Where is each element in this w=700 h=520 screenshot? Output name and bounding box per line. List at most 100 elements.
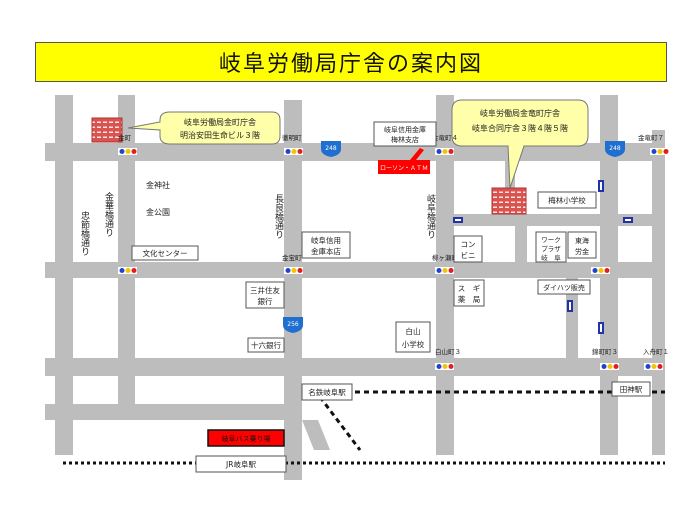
place-conbini-2: ビニ <box>461 251 476 260</box>
place-work-2: プラザ <box>541 245 561 253</box>
place-tokai-box: 東海 労金 <box>567 231 597 259</box>
red-label-arrow <box>410 148 424 160</box>
map-title-text: 岐阜労働局庁舎の案内図 <box>218 52 483 77</box>
bus-stop-icon <box>598 180 604 192</box>
callout-kanemachi-line2: 明治安田生命ビル３階 <box>180 130 260 140</box>
place-gifushinyo-honten-2: 金庫本店 <box>311 246 341 256</box>
place-gifushinyo-shiten-1: 岐阜信用金庫 <box>384 125 426 134</box>
place-meitetsu: 名鉄岐阜駅 <box>308 387 346 397</box>
callout-kintatsucho: 岐阜労働局金竜町庁舎 岐阜合同庁舎３階４階５階 <box>451 99 589 189</box>
route-256: 256 <box>287 321 299 328</box>
route-shield-248-icon: 248 <box>605 141 625 157</box>
place-kinkoen: 金公園 <box>146 207 170 217</box>
map-title: 岐阜労働局庁舎の案内図 <box>35 42 667 82</box>
place-tajin: 田神駅 <box>620 384 643 394</box>
place-mitsui-2: 銀行 <box>258 296 273 306</box>
traffic-light-icon <box>644 363 663 370</box>
place-workplaza-box: ワーク プラザ 岐 阜 <box>535 231 567 263</box>
place-jr: JR岐阜駅 <box>225 459 256 469</box>
place-gifushinyo-honten-1: 岐阜信用 <box>311 235 341 245</box>
bus-stop-icon <box>567 300 573 312</box>
railways <box>63 390 665 465</box>
bus-center-label: 岐阜バス乗り場 <box>207 429 285 447</box>
callout-kanemachi: 岐阜労働局金町庁舎 明治安田生命ビル３階 <box>127 111 281 145</box>
road-lower-horizontal <box>45 358 665 376</box>
place-gifushinyo-shiten-2: 梅林支店 <box>391 135 419 144</box>
traffic-light-icon <box>118 148 137 155</box>
road-small-2 <box>566 278 578 358</box>
road-nagara <box>284 100 302 480</box>
callout-kintatsucho-line2: 岐阜合同庁舎３階４階５階 <box>472 123 568 133</box>
place-umebayashi-box: 梅林小学校 <box>537 191 597 209</box>
traffic-light-icon <box>284 148 303 155</box>
place-mitsui-1: 三井住友 <box>250 285 280 295</box>
road-middle-horizontal <box>45 262 665 278</box>
road-east-2 <box>652 130 665 455</box>
place-sugi-1: ス ギ <box>458 284 481 293</box>
traffic-light-icon <box>435 363 454 370</box>
place-hakusan-1: 白山 <box>406 326 421 336</box>
intersection-iriuonecho: 入舟町１ <box>643 347 669 356</box>
place-daihatsu-box: ダイハツ販売 <box>537 279 591 295</box>
place-hakusan-2: 小学校 <box>402 339 425 349</box>
place-tokai-1: 東海 <box>575 236 589 245</box>
bus-stop-icon <box>598 322 604 334</box>
intersection-yanagase: 柳ヶ瀬町 <box>432 253 459 262</box>
road-small-1 <box>515 226 527 266</box>
road-chusetsu <box>55 95 73 455</box>
road-diagonal <box>302 420 330 450</box>
place-bunka-box: 文化センター <box>131 245 199 261</box>
traffic-lights <box>118 148 669 370</box>
street-label-gifu: 岐阜橋通り <box>425 193 436 239</box>
place-meitetsu-box: 名鉄岐阜駅 <box>301 383 353 401</box>
intersection-kinryu4: 金竜町４ <box>432 133 458 142</box>
place-tajin-box: 田神駅 <box>611 381 651 397</box>
traffic-light-icon <box>435 267 454 274</box>
street-label-nagara: 長良橋通り <box>273 194 284 239</box>
meitetsu-rail-branch <box>318 396 362 451</box>
intersection-kanehoden: 金宝町 <box>282 253 302 262</box>
bus-stop-icon <box>453 217 463 223</box>
place-conbini-1: コン <box>461 240 476 249</box>
road-kinkabashi <box>118 95 135 410</box>
street-label-kinkabashi: 金華橋通り <box>103 191 114 237</box>
place-jr-box: JR岐阜駅 <box>195 455 287 473</box>
traffic-light-icon <box>284 267 303 274</box>
place-daihatsu: ダイハツ販売 <box>543 283 585 292</box>
bus-stop-icon <box>623 217 633 223</box>
traffic-light-icon <box>118 267 137 274</box>
place-umebayashi: 梅林小学校 <box>548 195 586 205</box>
place-kinjinja: 金神社 <box>146 180 170 190</box>
route-248-b: 248 <box>609 145 621 152</box>
callout-kanemachi-line1: 岐阜労働局金町庁舎 <box>184 117 256 127</box>
bus-stops <box>453 180 633 334</box>
intersection-kinryu7: 金竜町７ <box>638 133 664 142</box>
traffic-light-icon <box>591 267 610 274</box>
traffic-light-icon <box>600 363 619 370</box>
place-gifushinyo-shiten-box: 岐阜信用金庫 梅林支店 <box>373 121 437 147</box>
place-conbini-box: コン ビニ <box>453 235 483 263</box>
traffic-light-icon <box>435 148 454 155</box>
place-tokai-2: 労金 <box>575 247 589 256</box>
intersection-suzumine3: 錦町町３ <box>592 347 618 356</box>
place-juroku-box: 十六銀行 <box>247 337 285 353</box>
traffic-light-icon <box>650 148 669 155</box>
kintatsucho-building <box>491 187 527 215</box>
route-shield-248-icon: 248 <box>321 141 341 157</box>
intersection-hakusan3: 白山町３ <box>435 347 461 356</box>
route-248-a: 248 <box>325 145 337 152</box>
intersection-uneme: 徹明町 <box>282 133 302 142</box>
place-bunka: 文化センター <box>143 248 188 258</box>
callout-kintatsucho-line1: 岐阜労働局金竜町庁舎 <box>480 108 560 118</box>
intersection-kanemachi: 金町 <box>118 133 132 142</box>
route-shield-256-icon: 256 <box>283 317 303 333</box>
kanemachi-building <box>91 117 123 143</box>
place-gifushinyo-honten-box: 岐阜信用 金庫本店 <box>301 231 351 259</box>
red-small-text: ローソン・ＡＴＭ <box>380 165 428 172</box>
place-sugi-box: ス ギ 薬 局 <box>453 279 485 307</box>
red-label-small: ローソン・ＡＴＭ <box>378 160 430 174</box>
bus-center-text: 岐阜バス乗り場 <box>222 434 271 443</box>
place-mitsui-box: 三井住友 銀行 <box>245 281 285 309</box>
place-work-1: ワーク <box>541 236 561 244</box>
